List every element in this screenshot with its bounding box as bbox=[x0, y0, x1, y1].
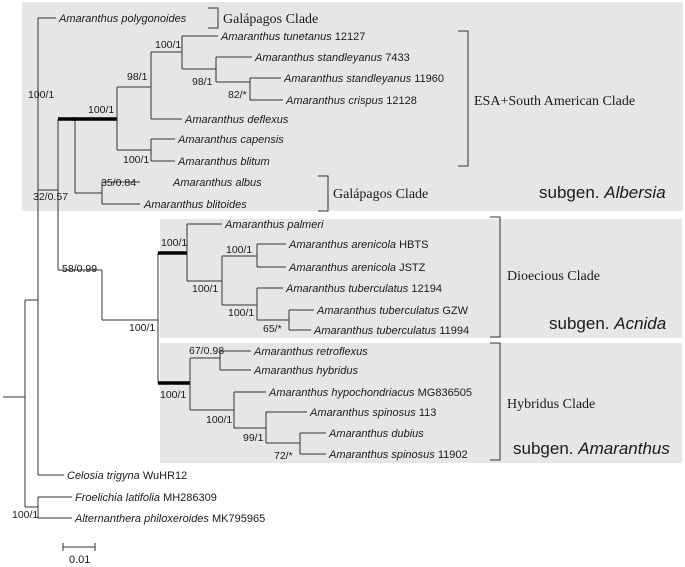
clade-label-galapagos-1: Galápagos Clade bbox=[223, 12, 318, 27]
taxon-label: Amaranthus spinosus 11902 bbox=[328, 449, 468, 461]
taxon-label: Alternanthera philoxeroides MK795965 bbox=[74, 513, 265, 525]
taxon-label: Amaranthus standleyanus 7433 bbox=[254, 52, 410, 64]
support-value: 100/1 bbox=[155, 39, 181, 51]
galapagos-bracket-bottom bbox=[318, 175, 329, 212]
taxon-label: Amaranthus palmeri bbox=[224, 219, 324, 231]
amaranthus-box bbox=[160, 343, 682, 463]
support-value: 100/1 bbox=[28, 89, 54, 101]
hybridus-bracket bbox=[490, 342, 501, 461]
support-value: 58/0.99 bbox=[62, 263, 97, 275]
taxon-label: Amaranthus blitoides bbox=[143, 199, 247, 211]
support-value: 100/1 bbox=[228, 307, 254, 319]
clade-labels: Galápagos Clade ESA+South American Clade… bbox=[223, 12, 635, 412]
support-value: 100/1 bbox=[160, 389, 186, 401]
taxon-label: Amaranthus tunetanus 12127 bbox=[220, 31, 365, 43]
support-value: 82/* bbox=[228, 89, 247, 101]
clade-label-dioecious: Dioecious Clade bbox=[507, 269, 600, 284]
support-value: 32/0.57 bbox=[33, 191, 68, 203]
taxon-label: Amaranthus retroflexus bbox=[253, 346, 368, 358]
support-value: 65/* bbox=[263, 323, 282, 335]
subgenus-acnida: subgen. Acnida bbox=[549, 314, 666, 333]
taxon-label: Amaranthus hypochondriacus MG836505 bbox=[268, 387, 472, 399]
subgenus-albersia: subgen. Albersia bbox=[539, 183, 666, 202]
taxon-label: Amaranthus deflexus bbox=[184, 114, 289, 126]
taxon-label: Amaranthus albus bbox=[172, 177, 262, 189]
clade-label-esa: ESA+South American Clade bbox=[474, 94, 635, 109]
support-value: 100/1 bbox=[226, 244, 252, 256]
taxon-label: Celosia trigyna WuHR12 bbox=[67, 470, 187, 482]
support-value: 100/1 bbox=[123, 154, 149, 166]
taxon-label: Amaranthus tuberculatus GZW bbox=[316, 305, 469, 317]
taxon-label: Amaranthus tuberculatus 11994 bbox=[313, 325, 469, 337]
dioecious-bracket bbox=[490, 216, 501, 338]
acnida-box bbox=[160, 219, 682, 338]
taxon-label: Amaranthus arenicola HBTS bbox=[288, 239, 428, 251]
taxon-label: Amaranthus arenicola JSTZ bbox=[288, 262, 426, 274]
albersia-box bbox=[22, 2, 683, 211]
taxon-label: Amaranthus hybridus bbox=[253, 365, 358, 377]
support-value: 99/1 bbox=[243, 432, 264, 444]
taxon-label: Amaranthus polygonoides bbox=[58, 13, 187, 25]
support-value: 72/* bbox=[274, 450, 293, 462]
taxon-label: Froelichia latifolia MH286309 bbox=[75, 492, 217, 504]
subgenus-amaranthus: subgen. Amaranthus bbox=[513, 439, 670, 458]
support-value: 100/1 bbox=[206, 414, 232, 426]
taxon-label: Amaranthus capensis bbox=[177, 134, 284, 146]
taxon-label: Amaranthus standleyanus 11960 bbox=[283, 73, 444, 85]
taxon-labels: Amaranthus polygonoides Amaranthus tunet… bbox=[58, 13, 472, 525]
support-value: 100/1 bbox=[161, 237, 187, 249]
support-values: 100/1 98/1 98/1 82/* 100/1 100/1 100/1 3… bbox=[12, 39, 293, 521]
support-value: 35/0.84 bbox=[101, 177, 136, 189]
taxon-label: Amaranthus crispus 12128 bbox=[285, 95, 417, 107]
taxon-label: Amaranthus tuberculatus 12194 bbox=[285, 283, 442, 295]
support-value: 100/1 bbox=[88, 104, 114, 116]
clade-label-hybridus: Hybridus Clade bbox=[507, 397, 595, 412]
taxon-label: Amaranthus spinosus 113 bbox=[309, 407, 436, 419]
taxon-label: Amaranthus dubius bbox=[328, 428, 424, 440]
support-value: 100/1 bbox=[12, 509, 38, 521]
scale-bar-label: 0.01 bbox=[69, 554, 90, 566]
support-value: 100/1 bbox=[129, 322, 155, 334]
support-value: 67/0.98 bbox=[189, 345, 224, 357]
subgenus-labels: subgen. Albersia subgen. Acnida subgen. … bbox=[513, 183, 670, 458]
taxon-label: Amaranthus blitum bbox=[177, 156, 270, 168]
support-value: 100/1 bbox=[192, 283, 218, 295]
scale-bar: 0.01 bbox=[62, 543, 96, 566]
support-value: 98/1 bbox=[192, 76, 213, 88]
clade-brackets bbox=[208, 7, 501, 461]
esa-bracket bbox=[458, 30, 469, 167]
galapagos-bracket-top bbox=[208, 7, 219, 29]
support-value: 98/1 bbox=[127, 71, 148, 83]
tree-branches bbox=[3, 17, 326, 519]
clade-label-galapagos-2: Galápagos Clade bbox=[333, 187, 428, 202]
